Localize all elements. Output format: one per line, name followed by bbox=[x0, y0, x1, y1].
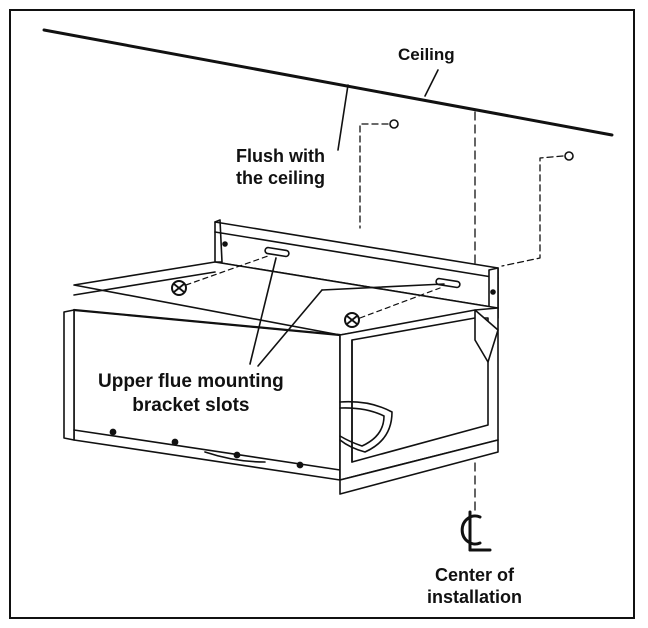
ceiling-label: Ceiling bbox=[398, 45, 455, 64]
screw-right bbox=[344, 312, 360, 328]
center-label: Center of installation bbox=[427, 564, 522, 608]
screw-left bbox=[171, 280, 187, 296]
ceiling-hole-right bbox=[564, 151, 574, 161]
flush-label-line1: Flush with bbox=[236, 146, 325, 166]
rivet-4 bbox=[296, 461, 304, 469]
slots-leader-right-b bbox=[321, 283, 445, 291]
rivet-3 bbox=[233, 451, 241, 459]
rivet-1 bbox=[109, 428, 117, 436]
flush-leader-left bbox=[337, 84, 349, 151]
flue-hole bbox=[339, 400, 393, 453]
ceiling-line bbox=[42, 28, 614, 137]
bracket-slots-label: Upper flue mounting bracket slots bbox=[98, 370, 284, 418]
bracket-hole-left bbox=[222, 241, 228, 247]
bracket-slots-label-line2: bracket slots bbox=[132, 395, 250, 416]
bracket-slots-label-line1: Upper flue mounting bbox=[98, 371, 284, 392]
bracket-plate-edge bbox=[214, 231, 499, 279]
slots-leader-left bbox=[249, 257, 277, 365]
flue-hole-inner bbox=[339, 407, 385, 447]
slots-leader-right bbox=[257, 289, 323, 367]
mounting-slot-left bbox=[264, 246, 290, 258]
box-front-flange-left bbox=[63, 309, 75, 441]
center-label-line1: Center of bbox=[435, 565, 515, 585]
flush-leader-right bbox=[424, 69, 439, 97]
box-front-top-edge bbox=[72, 308, 342, 337]
box-bottom-flange bbox=[339, 439, 499, 495]
centerline-symbol-icon bbox=[460, 510, 492, 552]
dashed-path-right bbox=[501, 155, 564, 267]
flush-label-line2: the ceiling bbox=[236, 168, 326, 188]
dashed-path-left bbox=[359, 123, 389, 229]
box-top-inner bbox=[73, 271, 216, 296]
flush-label: Flush with the ceiling bbox=[236, 145, 325, 189]
rivet-2 bbox=[171, 438, 179, 446]
center-label-line2: installation bbox=[427, 587, 523, 607]
box-front-bottom-rim bbox=[73, 429, 341, 471]
screw-path-left bbox=[185, 255, 269, 286]
ceiling-hole-left bbox=[389, 119, 399, 129]
bracket-hole-right bbox=[490, 289, 496, 295]
mounting-slot-right bbox=[435, 277, 461, 289]
box-bottom-curve bbox=[204, 451, 266, 463]
screw-path-right bbox=[359, 287, 441, 319]
box-right-flap bbox=[474, 309, 499, 363]
